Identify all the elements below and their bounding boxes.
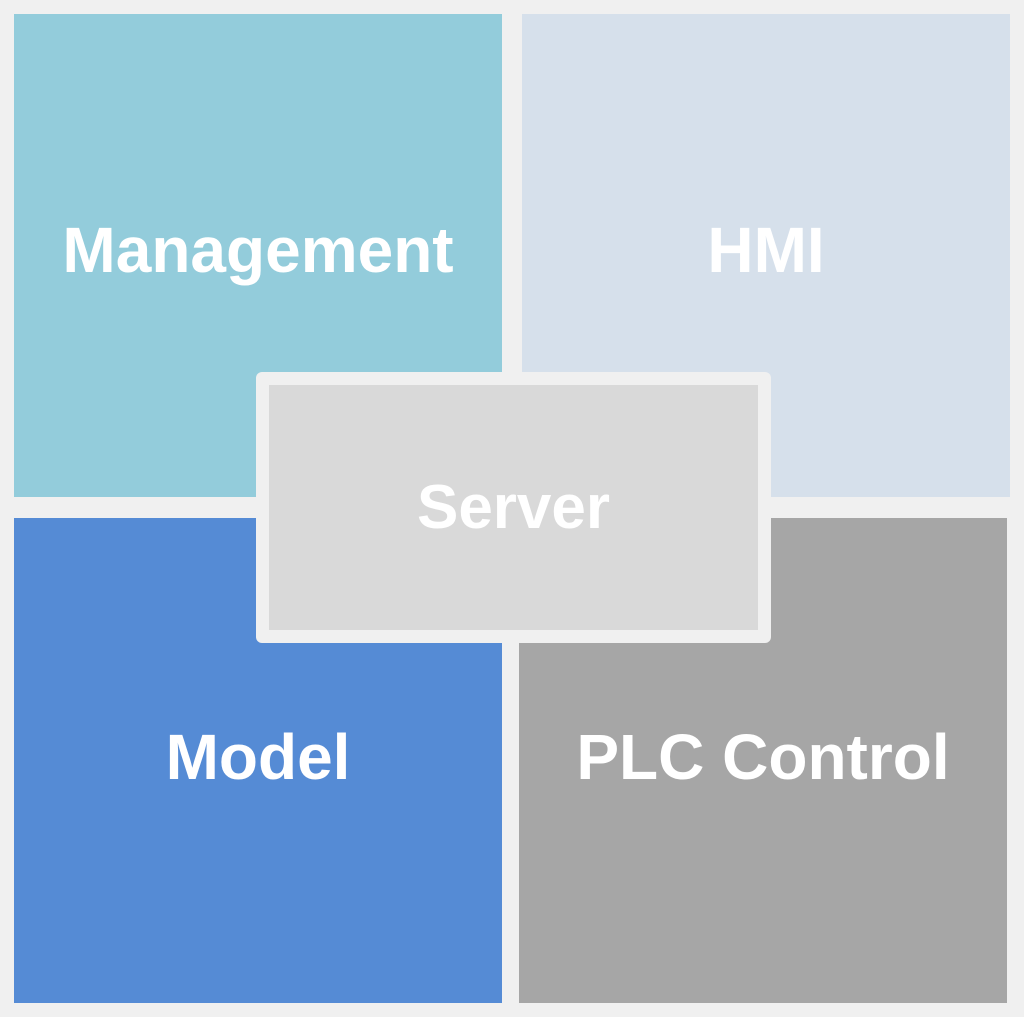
server-block-frame: Server: [256, 372, 771, 643]
management-label: Management: [62, 213, 454, 286]
hmi-label: HMI: [707, 213, 825, 286]
server-block: Server: [269, 385, 758, 630]
server-label: Server: [416, 472, 611, 542]
plc-control-label: PLC Control: [576, 720, 950, 793]
model-label: Model: [165, 720, 351, 793]
